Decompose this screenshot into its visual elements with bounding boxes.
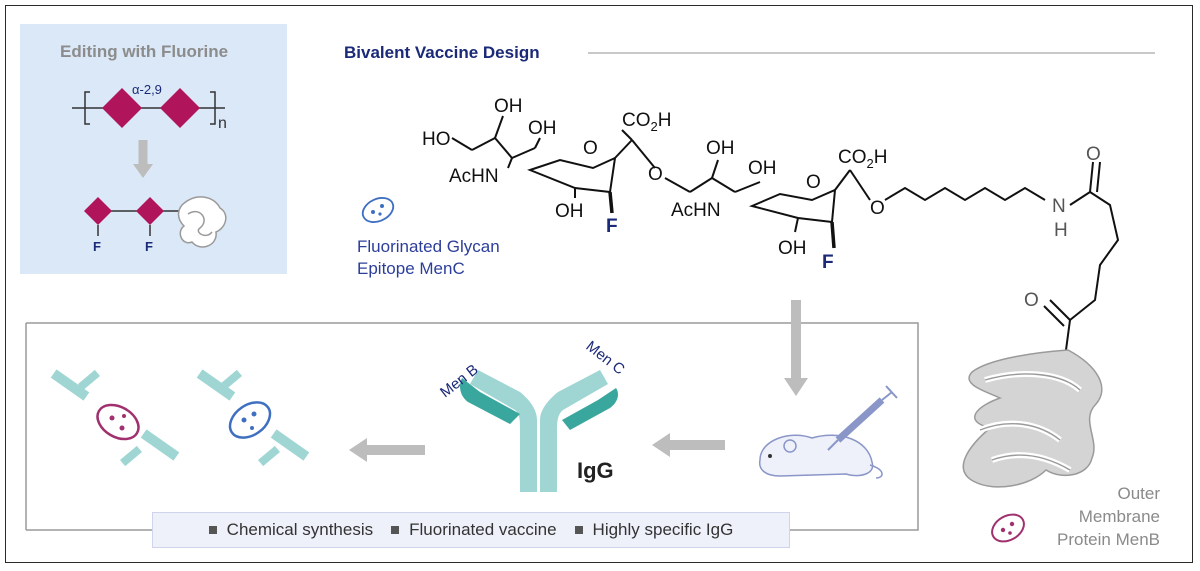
atom-label: N xyxy=(1052,196,1066,217)
atom-label: O xyxy=(583,138,598,159)
antibody-menc-complex xyxy=(196,369,310,467)
igg-antibody xyxy=(460,370,618,492)
inset-title: Editing with Fluorine xyxy=(60,42,229,61)
atom-label: OH xyxy=(528,118,557,139)
atom-label: O xyxy=(648,164,663,185)
fluorinated-dimer: F F xyxy=(84,196,227,254)
sialic-acid-diamond xyxy=(84,197,112,225)
workflow-frame xyxy=(26,322,919,531)
atom-label: HO xyxy=(422,129,451,150)
carrier-caption-line1: Outer xyxy=(1117,484,1160,503)
syringe-icon xyxy=(827,385,898,451)
atom-label: O xyxy=(1086,144,1101,165)
linkage-label: α-2,9 xyxy=(132,82,162,97)
legend-label: Highly specific IgG xyxy=(592,520,734,539)
atom-label: O xyxy=(870,198,885,219)
co2h-label: CO2H xyxy=(838,147,887,171)
main-title: Bivalent Vaccine Design xyxy=(344,43,540,62)
menb-bacterium-icon xyxy=(991,513,1025,543)
arrow-down-head xyxy=(784,378,808,396)
co2h-label: CO2H xyxy=(622,110,671,134)
glycan-caption-line1: Fluorinated Glycan xyxy=(357,237,500,256)
mouse-icon xyxy=(758,434,883,479)
legend-item: Chemical synthesis xyxy=(208,520,374,540)
fluorine-label: F xyxy=(93,239,101,254)
arrow-left-head xyxy=(349,438,367,462)
legend-bar: Chemical synthesis Fluorinated vaccine H… xyxy=(152,512,790,548)
legend-label: Chemical synthesis xyxy=(226,520,374,539)
menc-bacterium-icon xyxy=(361,197,395,223)
atom-label: OH xyxy=(494,96,523,117)
atom-label: OH xyxy=(555,201,584,222)
inset-panel xyxy=(20,24,287,274)
glycan-structure xyxy=(451,115,1120,351)
antibody-menb-complex xyxy=(50,369,180,467)
structure-labels: HO OH OH CO2H AcHN O O OH F OH OH CO2H A… xyxy=(422,96,1101,311)
atom-label: O xyxy=(1024,290,1039,311)
atom-label: H xyxy=(1054,220,1068,241)
repeat-n-label: n xyxy=(218,115,227,132)
carrier-protein-icon xyxy=(177,196,227,248)
atom-label: AcHN xyxy=(449,166,499,187)
atom-label: OH xyxy=(706,138,735,159)
fluorine-label: F xyxy=(606,216,618,237)
igg-label: IgG xyxy=(577,458,614,483)
carrier-caption-line2: Membrane xyxy=(1078,507,1160,526)
fluorine-label: F xyxy=(822,252,834,273)
legend-item: Fluorinated vaccine xyxy=(391,520,557,540)
inset-arrow-head xyxy=(133,164,153,178)
bullet-square-icon xyxy=(391,526,400,534)
glycan-caption-line2: Epitope MenC xyxy=(357,259,465,278)
atom-label: O xyxy=(806,172,821,193)
legend-item: Highly specific IgG xyxy=(574,520,734,540)
atom-label: OH xyxy=(778,238,807,259)
arrow-left-head xyxy=(652,433,670,457)
sialic-acid-diamond xyxy=(160,88,200,128)
polysialic-repeat: α-2,9 n xyxy=(72,82,227,132)
atom-label: AcHN xyxy=(671,200,721,221)
carrier-caption-line3: Protein MenB xyxy=(1057,530,1160,549)
bullet-square-icon xyxy=(574,526,583,534)
arm-label-menc: Men C xyxy=(583,338,628,379)
legend-label: Fluorinated vaccine xyxy=(409,520,557,539)
fluorine-label: F xyxy=(145,239,153,254)
bullet-square-icon xyxy=(208,526,217,534)
atom-label: OH xyxy=(748,158,777,179)
sialic-acid-diamond xyxy=(136,197,164,225)
sialic-acid-diamond xyxy=(102,88,142,128)
figure-border xyxy=(5,5,1193,563)
bracket-right xyxy=(210,91,216,125)
bracket-left xyxy=(84,91,90,125)
outer-membrane-protein xyxy=(962,349,1103,488)
